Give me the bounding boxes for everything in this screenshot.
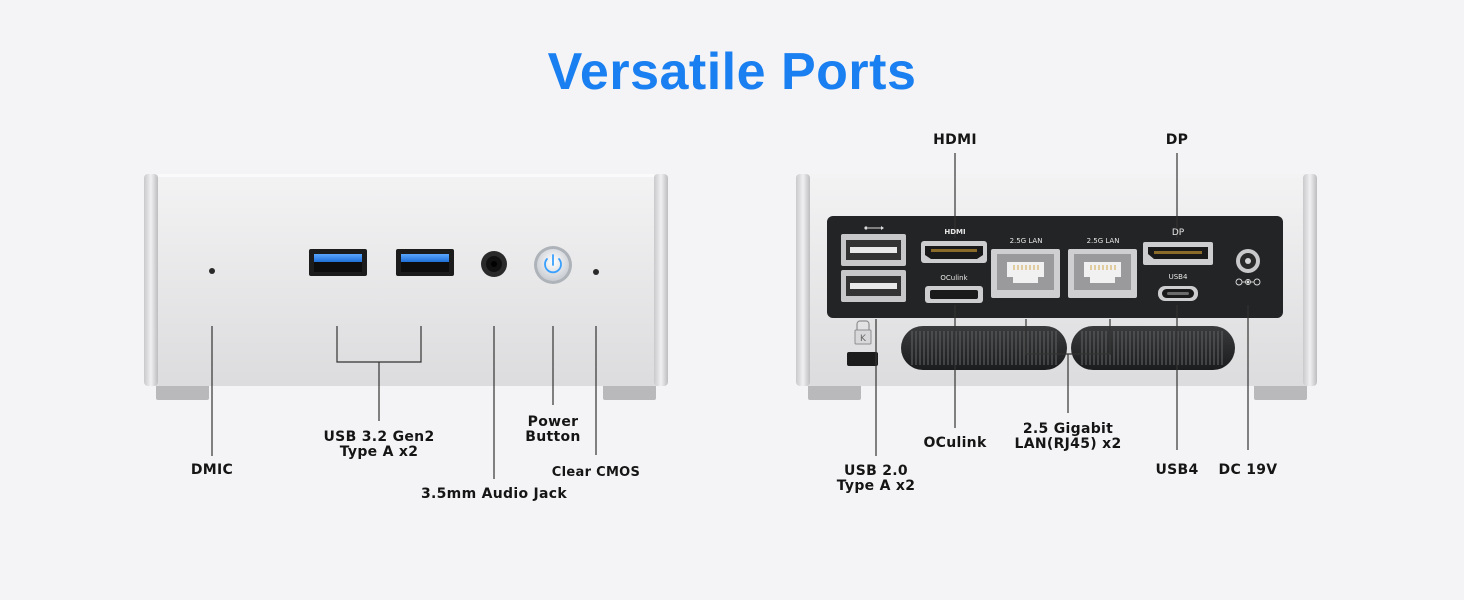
dc-jack xyxy=(1235,249,1261,286)
label-usb-3-2: USB 3.2 Gen2 Type A x2 xyxy=(323,429,435,460)
label-usb4: USB4 xyxy=(1155,462,1199,478)
label-dp: DP xyxy=(1165,132,1189,148)
oculink-port xyxy=(925,286,983,303)
label-dc-19v: DC 19V xyxy=(1218,462,1278,478)
usb-2-ports xyxy=(841,226,906,302)
power-button[interactable] xyxy=(534,246,572,284)
front-foot-right xyxy=(603,384,656,400)
label-lan: 2.5 Gigabit LAN(RJ45) x2 xyxy=(1014,421,1122,452)
label-hdmi: HDMI xyxy=(933,132,977,148)
power-icon xyxy=(544,254,562,274)
rear-unit: K xyxy=(796,153,1317,456)
svg-text:K: K xyxy=(860,334,867,344)
label-oculink: OCulink xyxy=(923,435,987,451)
usb4-marking: USB4 xyxy=(1168,273,1188,281)
front-leader-lines xyxy=(211,326,597,479)
label-usb-2-0: USB 2.0 Type A x2 xyxy=(836,463,916,494)
label-dmic: DMIC xyxy=(190,462,234,478)
front-chassis xyxy=(144,174,668,386)
displayport-port xyxy=(1143,242,1213,265)
label-clear-cmos: Clear CMOS xyxy=(551,465,641,480)
kensington-lock-icon: K xyxy=(847,320,878,366)
usb4-port xyxy=(1158,286,1198,301)
rear-vent-left xyxy=(901,326,1067,370)
dc-polarity-icon xyxy=(1235,278,1261,286)
lan-port-2 xyxy=(1068,249,1137,298)
oculink-marking: OCulink xyxy=(940,274,968,282)
dmic-hole xyxy=(209,268,215,274)
front-unit xyxy=(144,174,668,479)
hdmi-marking: HDMI xyxy=(944,228,966,236)
dp-marking: DP xyxy=(1171,228,1185,238)
rear-leader-lines xyxy=(875,153,1249,456)
clear-cmos-hole xyxy=(593,269,599,275)
audio-jack xyxy=(481,251,507,277)
page-title: Versatile Ports xyxy=(547,43,917,101)
rear-vent-right xyxy=(1071,326,1235,370)
label-power-button: Power Button xyxy=(525,414,581,445)
usb-a-port-2 xyxy=(396,249,454,276)
lan-port-1 xyxy=(991,249,1060,298)
hdmi-port xyxy=(921,241,987,263)
front-foot-left xyxy=(156,384,209,400)
lan2-marking: 2.5G LAN xyxy=(1086,237,1120,245)
usb-a-port-1 xyxy=(309,249,367,276)
lan1-marking: 2.5G LAN xyxy=(1009,237,1043,245)
label-audio-jack: 3.5mm Audio Jack xyxy=(420,486,568,502)
rear-foot-right xyxy=(1254,384,1307,400)
usb-icon xyxy=(864,226,884,230)
rear-foot-left xyxy=(808,384,861,400)
